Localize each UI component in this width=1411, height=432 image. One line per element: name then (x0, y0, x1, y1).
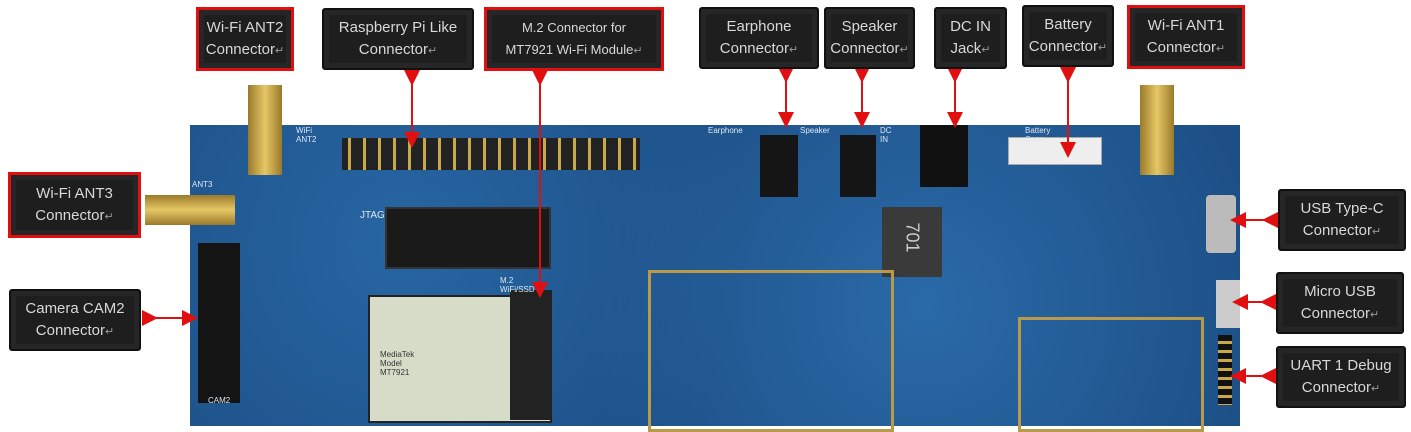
gpio-header (342, 138, 640, 170)
silk-speaker: Speaker (800, 126, 830, 135)
silk-module: MediaTek Model MT7921 (380, 350, 415, 377)
silk-jtag: JTAG (360, 210, 385, 221)
label-line1: Raspberry Pi Like (338, 18, 458, 36)
label-line1: Earphone (726, 17, 792, 35)
label-line2: Connector (1024, 36, 1112, 59)
antenna-ant2 (248, 85, 282, 175)
silk-cam2: CAM2 (208, 396, 231, 405)
label-line1: Wi-Fi ANT3 (36, 184, 113, 202)
label-line1: USB Type-C (1300, 199, 1384, 217)
label-line2: Connector (1280, 220, 1404, 243)
label-dc-in: DC IN Jack (934, 7, 1007, 69)
label-line2: MT7921 Wi-Fi Module (487, 39, 661, 62)
label-micro-usb: Micro USB Connector (1276, 272, 1404, 334)
label-line1: DC IN (950, 17, 991, 35)
label-line2: Connector (324, 39, 472, 62)
m2-slot (510, 290, 552, 420)
battery-connector (1008, 137, 1102, 165)
label-line2: Connector (1278, 377, 1404, 400)
silk-earphone: Earphone (708, 126, 743, 135)
inductor: 701 (882, 207, 942, 277)
label-line2: Jack (936, 38, 1005, 61)
label-line2: Connector (1278, 303, 1402, 326)
label-line1: M.2 Connector for (521, 19, 627, 35)
label-line1: Speaker (841, 17, 898, 35)
dc-jack (920, 125, 968, 187)
label-line1: Wi-Fi ANT1 (1147, 16, 1225, 34)
label-line2: Connector (826, 38, 913, 61)
cam2-connector (198, 243, 240, 403)
label-line1: Battery (1044, 15, 1092, 33)
earphone-jack (760, 135, 798, 197)
label-line2: Connector (1130, 37, 1242, 60)
silk-ant2: WiFi ANT2 (296, 126, 317, 144)
label-line1: Camera CAM2 (25, 299, 125, 317)
silk-dcin: DC IN (880, 126, 892, 144)
speaker-jack (840, 135, 876, 197)
jtag-header (385, 207, 551, 269)
label-line2: Connector (701, 38, 817, 61)
antenna-ant3 (145, 195, 235, 225)
uart-header (1218, 335, 1232, 405)
silk-ant3: ANT3 (192, 180, 213, 189)
label-line2: Connector (199, 39, 291, 62)
pcb-board: 701 (190, 125, 1240, 432)
label-line1: Wi-Fi ANT2 (206, 18, 284, 36)
label-line2: Connector (11, 205, 138, 228)
label-line1: Micro USB (1304, 282, 1376, 300)
label-line2: Connector (11, 320, 139, 343)
label-usb-type-c: USB Type-C Connector (1278, 189, 1406, 251)
silk-m2: M.2 WiFi/SSD (500, 276, 535, 294)
antenna-ant1 (1140, 85, 1174, 175)
label-line1: UART 1 Debug (1290, 356, 1392, 374)
silk-battery: Battery Conn. (1025, 126, 1051, 144)
